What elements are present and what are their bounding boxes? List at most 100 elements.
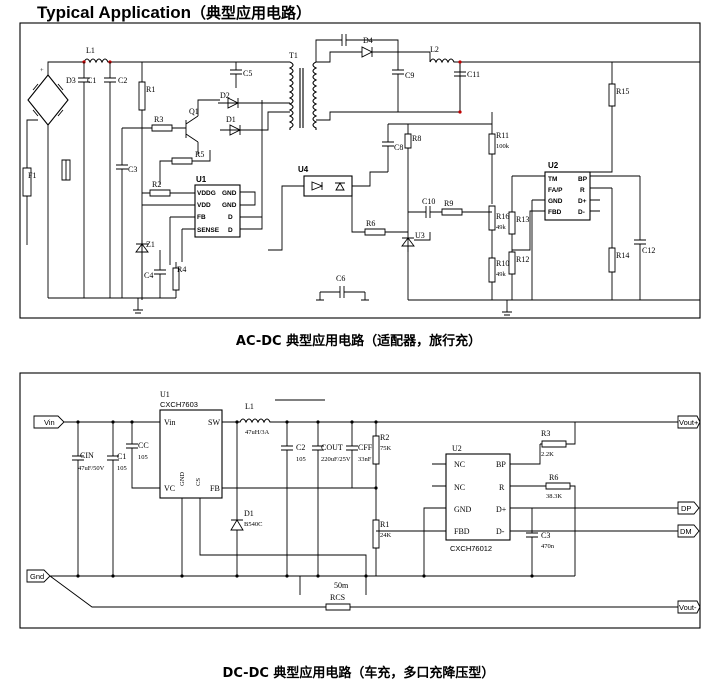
port-gnd[interactable]: Gnd: [26, 569, 51, 583]
port-dp[interactable]: DP: [677, 501, 700, 515]
resistor-r6-dcdc: R6 38.3K: [540, 473, 576, 576]
svg-text:CIN: CIN: [80, 451, 94, 460]
resistor-r14: R14: [608, 188, 629, 300]
svg-text:FA/P: FA/P: [548, 187, 563, 194]
svg-text:GND: GND: [454, 505, 472, 514]
svg-text:D1: D1: [244, 509, 254, 518]
capacitor-cin: CIN 47uF/50V: [72, 422, 105, 576]
u1-dcdc-wiring: [181, 487, 367, 576]
svg-text:Q1: Q1: [189, 107, 199, 116]
svg-text:C3: C3: [128, 165, 137, 174]
svg-text:B540C: B540C: [244, 521, 262, 528]
svg-text:Z1: Z1: [146, 240, 155, 249]
svg-text:GND: GND: [179, 472, 186, 486]
svg-text:FBD: FBD: [454, 527, 470, 536]
inductor-l1-dcdc: L1 47uH/3A: [222, 402, 285, 436]
svg-text:R10: R10: [496, 259, 509, 268]
svg-text:C9: C9: [405, 71, 414, 80]
svg-text:BP: BP: [578, 176, 588, 183]
ac-line-1: [26, 119, 38, 140]
svg-text:NC: NC: [454, 483, 465, 492]
svg-text:VDD: VDD: [197, 202, 211, 209]
svg-text:D: D: [228, 214, 233, 221]
resistor-r1-dcdc: R1 24K: [372, 519, 392, 576]
dcdc-frame: [19, 372, 701, 629]
svg-text:RCS: RCS: [330, 593, 345, 602]
svg-text:U1: U1: [160, 390, 170, 399]
capacitor-c3-dcdc: C3 470n: [526, 508, 555, 576]
svg-text:BP: BP: [496, 460, 506, 469]
svg-text:R12: R12: [516, 255, 529, 264]
svg-text:CFF: CFF: [358, 443, 373, 452]
svg-text:TM: TM: [548, 176, 557, 183]
svg-text:U2: U2: [548, 161, 559, 170]
svg-text:R: R: [499, 483, 505, 492]
svg-text:Vin: Vin: [164, 418, 176, 427]
svg-text:D-: D-: [496, 527, 505, 536]
u2-acdc-wiring: [511, 175, 612, 300]
svg-text:R1: R1: [380, 520, 389, 529]
port-dm[interactable]: DM: [677, 524, 700, 538]
ic-u1-cxch7603: U1 CXCH7603 Vin SW VC FB GND CS: [159, 390, 223, 499]
snubber-cap: [315, 34, 399, 62]
port-vout-plus[interactable]: Vout+: [677, 415, 701, 429]
page-heading: Typical Application（典型应用电路）: [37, 2, 311, 23]
port-vin[interactable]: Vin: [33, 415, 65, 429]
svg-text:GND: GND: [548, 198, 563, 205]
transistor-q1: Q1: [185, 99, 220, 154]
svg-text:GND: GND: [222, 190, 237, 197]
svg-text:33nF: 33nF: [358, 456, 372, 463]
svg-text:105: 105: [138, 454, 148, 461]
diode-d2: D2: [218, 91, 290, 109]
svg-text:CS: CS: [195, 478, 202, 486]
svg-text:R1: R1: [146, 85, 155, 94]
svg-text:C6: C6: [336, 274, 345, 283]
svg-text:C8: C8: [394, 143, 403, 152]
capacitor-c3: C3: [116, 128, 137, 298]
port-vout-minus[interactable]: Vout-: [677, 600, 701, 614]
svg-text:24K: 24K: [380, 532, 392, 539]
svg-text:FBD: FBD: [548, 209, 562, 216]
svg-text:COUT: COUT: [321, 443, 343, 452]
svg-text:Vin: Vin: [44, 418, 55, 427]
svg-text:R6: R6: [549, 473, 558, 482]
svg-text:2.2K: 2.2K: [541, 451, 554, 458]
svg-text:NC: NC: [454, 460, 465, 469]
svg-text:100k: 100k: [496, 143, 510, 150]
svg-text:SW: SW: [208, 418, 220, 427]
u4-wiring: [268, 171, 388, 251]
capacitor-c10: C10: [408, 197, 442, 218]
svg-text:75K: 75K: [380, 445, 392, 452]
svg-text:D+: D+: [496, 505, 507, 514]
svg-text:R6: R6: [366, 219, 375, 228]
resistor-r13: R13: [508, 196, 529, 250]
svg-text:50m: 50m: [334, 581, 349, 590]
capacitor-c4: C4: [144, 250, 166, 298]
u1-wiring: [142, 100, 263, 265]
svg-text:CXCH7603: CXCH7603: [160, 400, 198, 409]
svg-text:D1: D1: [226, 115, 236, 124]
fuse-f1: F1: [22, 140, 36, 232]
svg-text:D: D: [228, 227, 233, 234]
svg-text:C2: C2: [296, 443, 305, 452]
svg-text:C12: C12: [642, 246, 655, 255]
svg-text:D4: D4: [363, 36, 373, 45]
svg-text:Vout-: Vout-: [679, 603, 697, 612]
resistor-r8: R8: [404, 124, 421, 165]
bridge-rectifier: +: [27, 61, 84, 298]
dcdc-schematic: Vin CIN 47uF/50V C1 105 CC 105 U1 CXCH76…: [19, 372, 701, 629]
label-f1: F1: [28, 171, 36, 180]
svg-text:R16: R16: [496, 212, 509, 221]
resistor-r9: R9: [441, 199, 492, 216]
svg-text:C3: C3: [541, 531, 550, 540]
capacitor-cout: COUT 220uF/25V: [312, 422, 351, 576]
resistor-r5: R5: [159, 150, 211, 185]
resistor-r10: R10 49k: [488, 257, 509, 300]
label-l1: L1: [86, 46, 95, 55]
svg-text:470n: 470n: [541, 543, 555, 550]
svg-text:T1: T1: [289, 51, 298, 60]
svg-text:CC: CC: [138, 441, 149, 450]
resistor-r3-dcdc: R3 2.2K: [540, 422, 576, 458]
resistor-r2: R2: [142, 180, 195, 197]
